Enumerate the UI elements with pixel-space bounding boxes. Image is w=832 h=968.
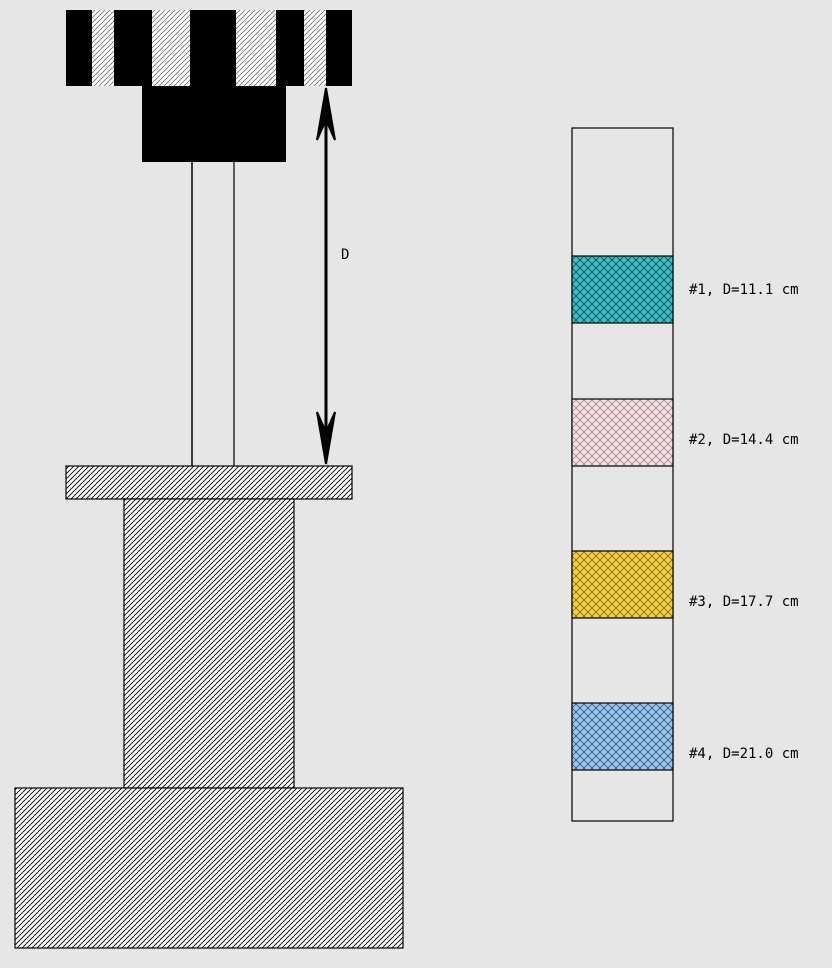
sample-swatch-2 [571,398,674,467]
sample-strip [571,127,674,822]
sample-label-2: #2, D=14.4 cm [689,432,799,448]
nozzle-slot-4 [304,10,326,86]
sample-swatch-1 [571,255,674,324]
nozzle-slot-3 [236,10,276,86]
sample-swatch-3 [571,550,674,619]
sample-label-3: #3, D=17.7 cm [689,594,799,610]
pedestal-base [14,787,404,949]
sample-swatch-4 [571,702,674,771]
sample-label-1: #1, D=11.1 cm [689,282,799,298]
target-pedestal [14,465,404,949]
nozzle-body [142,86,286,162]
nozzle-slot-1 [92,10,114,86]
pedestal-top-plate [65,465,353,500]
distance-arrow [316,87,336,465]
pedestal-column [123,498,295,789]
spray-nozzle-head [66,10,352,162]
distance-label: D [341,247,350,263]
nozzle-slot-2 [152,10,190,86]
sample-label-4: #4, D=21.0 cm [689,746,799,762]
